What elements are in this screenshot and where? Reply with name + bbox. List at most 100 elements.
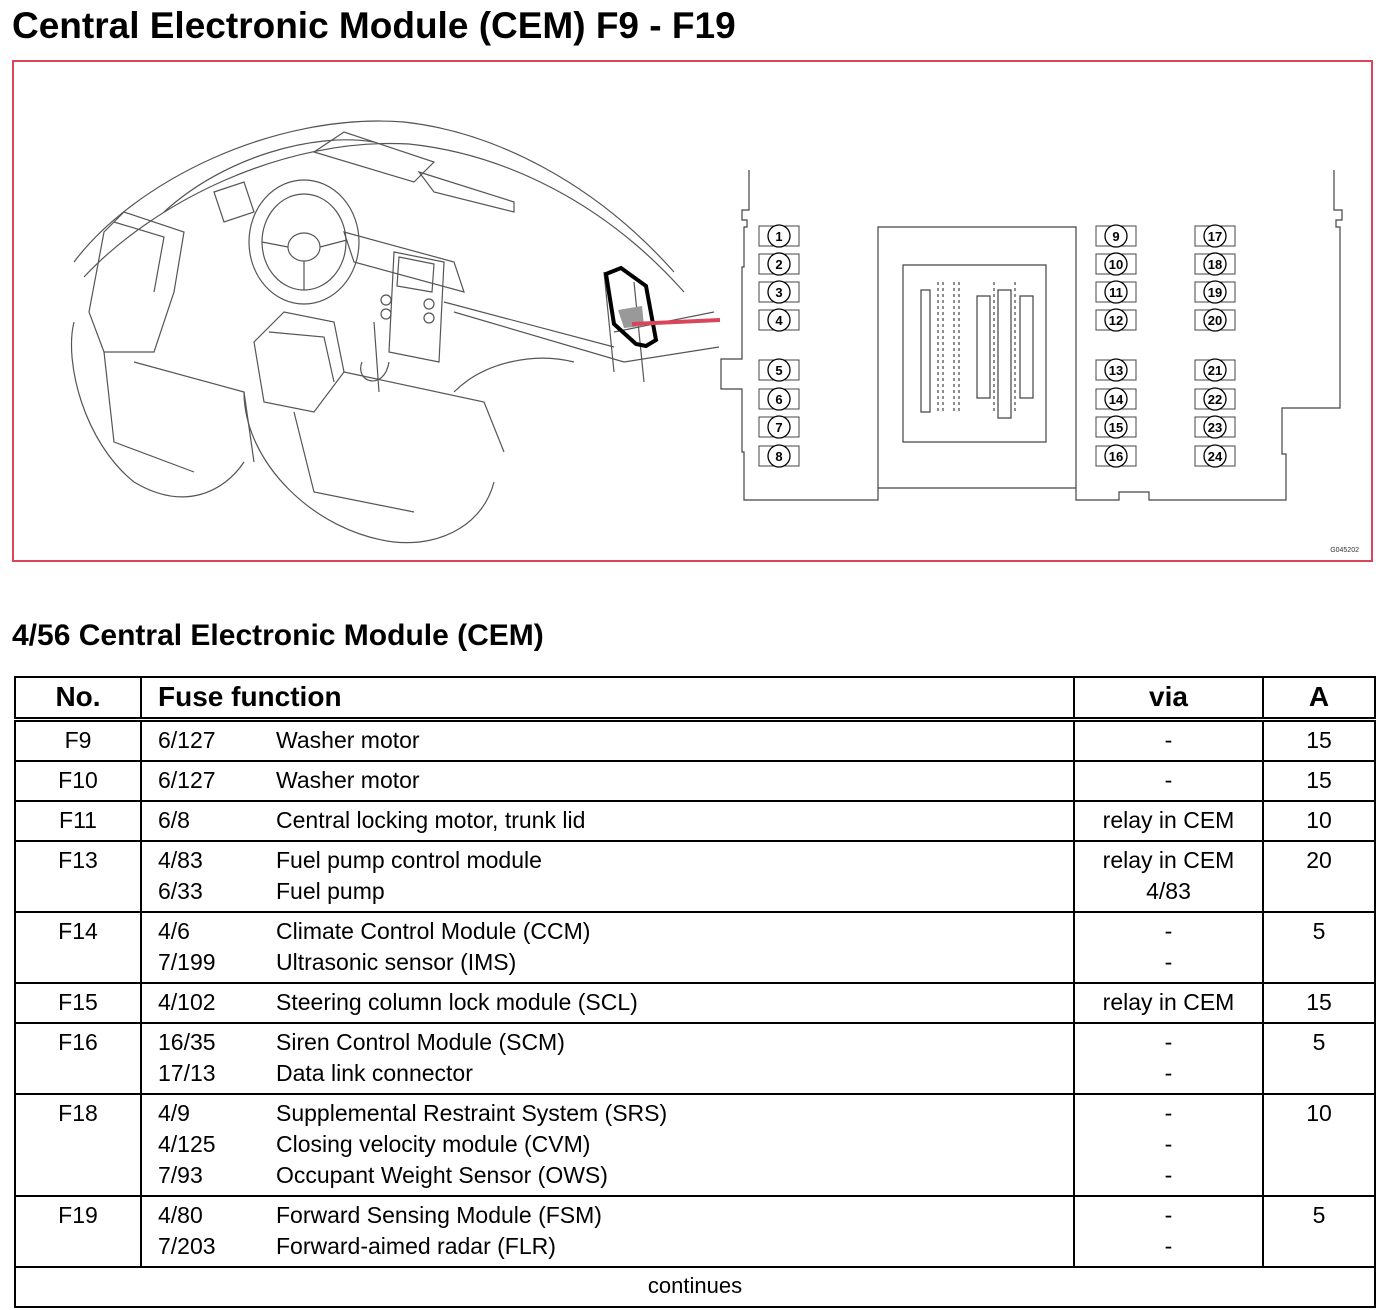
fuse-slot-circle — [1203, 280, 1227, 304]
fuse-amperage: 5 — [1262, 1022, 1376, 1094]
via-value: - — [1164, 1233, 1173, 1259]
fuse-slot: 12 — [1095, 308, 1137, 332]
component-name: Forward Sensing Module (FSM) — [276, 1202, 602, 1228]
fuse-slot-number: 3 — [775, 285, 782, 300]
component-name: Data link connector — [276, 1060, 473, 1086]
fuse-amperage: 5 — [1262, 1195, 1376, 1267]
fuse-slot-number: 19 — [1208, 285, 1222, 300]
fuse-slot-number: 8 — [775, 449, 782, 464]
component-code: 6/127 — [158, 767, 216, 793]
fuse-slot: 4 — [758, 308, 800, 332]
via-value: 4/83 — [1146, 878, 1191, 904]
component-code: 4/83 — [158, 847, 203, 873]
fuse-via: - — [1073, 760, 1264, 801]
fuse-slot-circle — [767, 308, 791, 332]
header-no: No. — [14, 676, 142, 720]
fuse-slot-circle — [767, 358, 791, 382]
fuse-slot-number: 6 — [775, 392, 782, 407]
fuse-slot: 7 — [758, 415, 800, 439]
fuse-slot-number: 17 — [1208, 229, 1222, 244]
via-value: - — [1164, 767, 1173, 793]
via-value: - — [1164, 727, 1173, 753]
component-name: Forward-aimed radar (FLR) — [276, 1233, 556, 1259]
via-value: relay in CEM — [1102, 847, 1235, 873]
fuse-via: relay in CEM — [1073, 800, 1264, 841]
fuse-slot: 9 — [1095, 224, 1137, 248]
header-function: Fuse function — [140, 676, 1075, 720]
header-amps: A — [1262, 676, 1376, 720]
via-value: - — [1164, 1060, 1173, 1086]
fuse-number: F9 — [14, 717, 142, 761]
fuse-number: F13 — [14, 840, 142, 912]
fuse-number: F18 — [14, 1093, 142, 1196]
fuse-slot-number: 2 — [775, 257, 782, 272]
fuse-slot-circle — [767, 224, 791, 248]
fuse-slot-circle — [1104, 252, 1128, 276]
via-value: - — [1164, 1131, 1173, 1157]
function-line: 7/93 Occupant Weight Sensor (OWS) — [142, 1160, 1073, 1191]
fuse-slot-circle — [767, 444, 791, 468]
fuse-box-outline — [720, 170, 1343, 501]
component-code: 17/13 — [158, 1060, 216, 1086]
component-code: 7/93 — [158, 1162, 203, 1188]
fuse-slot-circle — [1104, 444, 1128, 468]
fuse-slot-number: 12 — [1109, 313, 1123, 328]
fuse-slot: 1 — [758, 224, 800, 248]
fuse-amperage: 15 — [1262, 760, 1376, 801]
function-line: 6/127 Washer motor — [142, 765, 1073, 796]
fuse-slot-number: 1 — [775, 229, 782, 244]
fuse-slot: 5 — [758, 358, 800, 382]
section-title: 4/56 Central Electronic Module (CEM) — [12, 619, 544, 652]
fuse-slot-circle — [1203, 252, 1227, 276]
fuse-slot-number: 9 — [1112, 229, 1119, 244]
fuse-number: F11 — [14, 800, 142, 841]
component-code: 4/102 — [158, 989, 216, 1015]
fuse-slot-circle — [1104, 224, 1128, 248]
fuse-via: relay in CEM — [1073, 982, 1264, 1023]
via-value: - — [1164, 949, 1173, 975]
fuse-via: - — [1073, 717, 1264, 761]
fuse-slot-circle — [767, 387, 791, 411]
component-name: Fuel pump — [276, 878, 385, 904]
figure-code: G045202 — [1330, 547, 1359, 554]
function-line: 4/6 Climate Control Module (CCM) — [142, 916, 1073, 947]
continues-row: continues — [14, 1266, 1376, 1308]
fuse-slot-circle — [1203, 224, 1227, 248]
fuse-amperage: 5 — [1262, 911, 1376, 983]
component-code: 4/9 — [158, 1100, 190, 1126]
via-value: - — [1164, 1029, 1173, 1055]
fuse-via: relay in CEM 4/83 — [1073, 840, 1264, 912]
component-code: 7/203 — [158, 1233, 216, 1259]
fuse-slot: 2 — [758, 252, 800, 276]
component-code: 4/6 — [158, 918, 190, 944]
fuse-slot-circle — [1203, 387, 1227, 411]
fuse-slot: 3 — [758, 280, 800, 304]
fuse-slot: 6 — [758, 387, 800, 411]
fuse-slot-circle — [1203, 415, 1227, 439]
component-name: Washer motor — [276, 767, 420, 793]
component-code: 6/127 — [158, 727, 216, 753]
component-name: Occupant Weight Sensor (OWS) — [276, 1162, 608, 1188]
fuse-slot-circle — [767, 252, 791, 276]
component-name: Climate Control Module (CCM) — [276, 918, 591, 944]
component-name: Closing velocity module (CVM) — [276, 1131, 591, 1157]
car-interior-illustration — [70, 120, 720, 544]
